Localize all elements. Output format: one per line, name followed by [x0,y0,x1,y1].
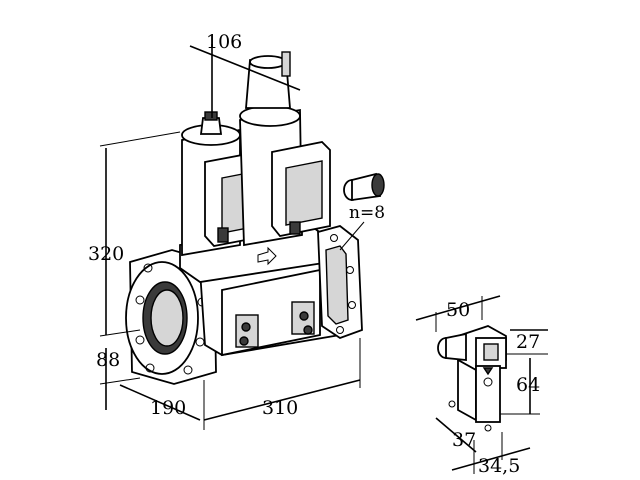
label-64: 64 [516,374,540,396]
label-50: 50 [446,299,470,321]
label-37: 37 [452,429,476,451]
label-320: 320 [88,243,124,265]
label-88: 88 [96,349,120,371]
label-310: 310 [262,397,298,419]
right-solenoid [239,51,331,247]
switch-unit [437,325,507,432]
valve-assembly [125,51,385,385]
label-34-5: 34,5 [478,455,520,477]
label-106: 106 [206,31,242,53]
label-n-8: n=8 [349,203,385,223]
label-27: 27 [516,331,540,353]
left-flange [125,249,217,385]
right-flange [317,225,363,340]
label-190: 190 [150,397,186,419]
cable-gland [343,172,385,202]
main-dimension-lines [99,44,365,430]
switch-dimension-lines [415,295,548,474]
